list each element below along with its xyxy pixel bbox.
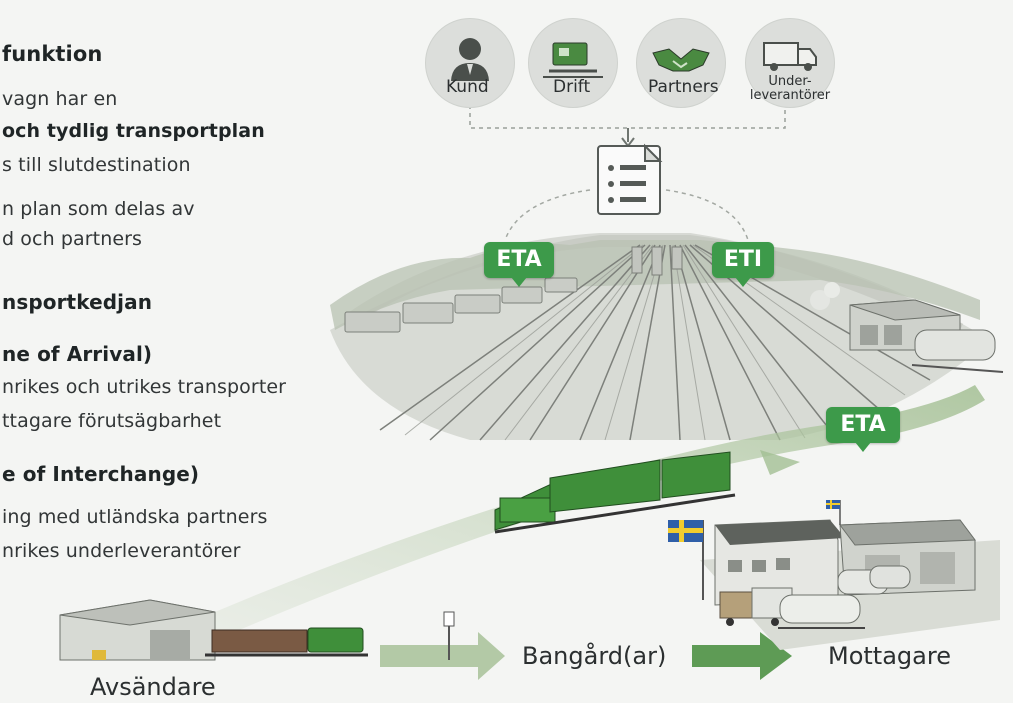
transport-plan-document-icon: [597, 143, 663, 215]
text-line: s till slutdestination: [2, 154, 191, 176]
eti-text-line: ing med utländska partners: [2, 506, 268, 528]
stakeholder-label: Under- leverantörer: [740, 75, 840, 103]
sender-train-icon: [205, 627, 368, 657]
doc-to-eta-line: [504, 189, 591, 241]
stakeholder-label-line: Under-: [768, 74, 812, 89]
customer-person-icon: [451, 38, 489, 81]
stakeholder-kund: Kund: [425, 18, 515, 108]
eta-heading: ne of Arrival): [2, 342, 153, 366]
eti-heading: e of Interchange): [2, 462, 200, 486]
tank-wagon-icon: [911, 329, 1004, 373]
stakeholder-label-line: leverantörer: [749, 88, 831, 103]
receiver-label: Mottagare: [828, 642, 951, 670]
operations-train-icon: [543, 42, 603, 78]
eta-badge: ETA: [484, 242, 554, 287]
text-line: vagn har en: [2, 88, 118, 110]
truck-icon: [763, 42, 817, 71]
eta-text-line: ttagare förutsägbarhet: [2, 410, 222, 432]
sender-label: Avsändare: [90, 673, 216, 701]
eti-text-line: nrikes underleverantörer: [2, 540, 241, 562]
eta-text-line: nrikes och utrikes transporter: [2, 376, 287, 398]
handshake-icon: [652, 48, 710, 72]
eti-badge: ETI: [712, 242, 774, 287]
text-line: n plan som delas av: [2, 198, 195, 220]
stakeholder-label: Partners: [648, 77, 719, 97]
rail-yard: [330, 233, 1004, 441]
tank-wagons-receiver-icon: [778, 565, 911, 629]
yard-label: Bangård(ar): [522, 642, 667, 670]
arrow-yard-to-receiver: [692, 632, 792, 680]
stakeholder-connector: [469, 105, 786, 129]
sender-warehouse-icon: [59, 599, 216, 661]
stakeholder-label: Drift: [553, 77, 591, 97]
heading-transport-chain: nsportkedjan: [2, 290, 153, 314]
stakeholder-label: Kund: [446, 77, 489, 97]
stakeholder-partners: Partners: [636, 18, 726, 108]
text-line: d och partners: [2, 228, 143, 250]
green-freight-train-icon: [494, 451, 736, 534]
swedish-flag-icon: [668, 520, 704, 600]
heading-function: funktion: [2, 42, 103, 66]
stakeholder-underleverantorer: Under- leverantörer: [745, 18, 835, 108]
stakeholder-drift: Drift: [528, 18, 618, 108]
doc-to-eti-line: [665, 189, 749, 241]
swedish-flag-small-icon: [826, 500, 841, 525]
eta-badge-route: ETA: [826, 407, 900, 452]
flow-arrow-curve: [150, 385, 985, 660]
text-line-bold: och tydlig transportplan: [2, 120, 265, 142]
arrow-sender-to-yard: [380, 632, 505, 680]
